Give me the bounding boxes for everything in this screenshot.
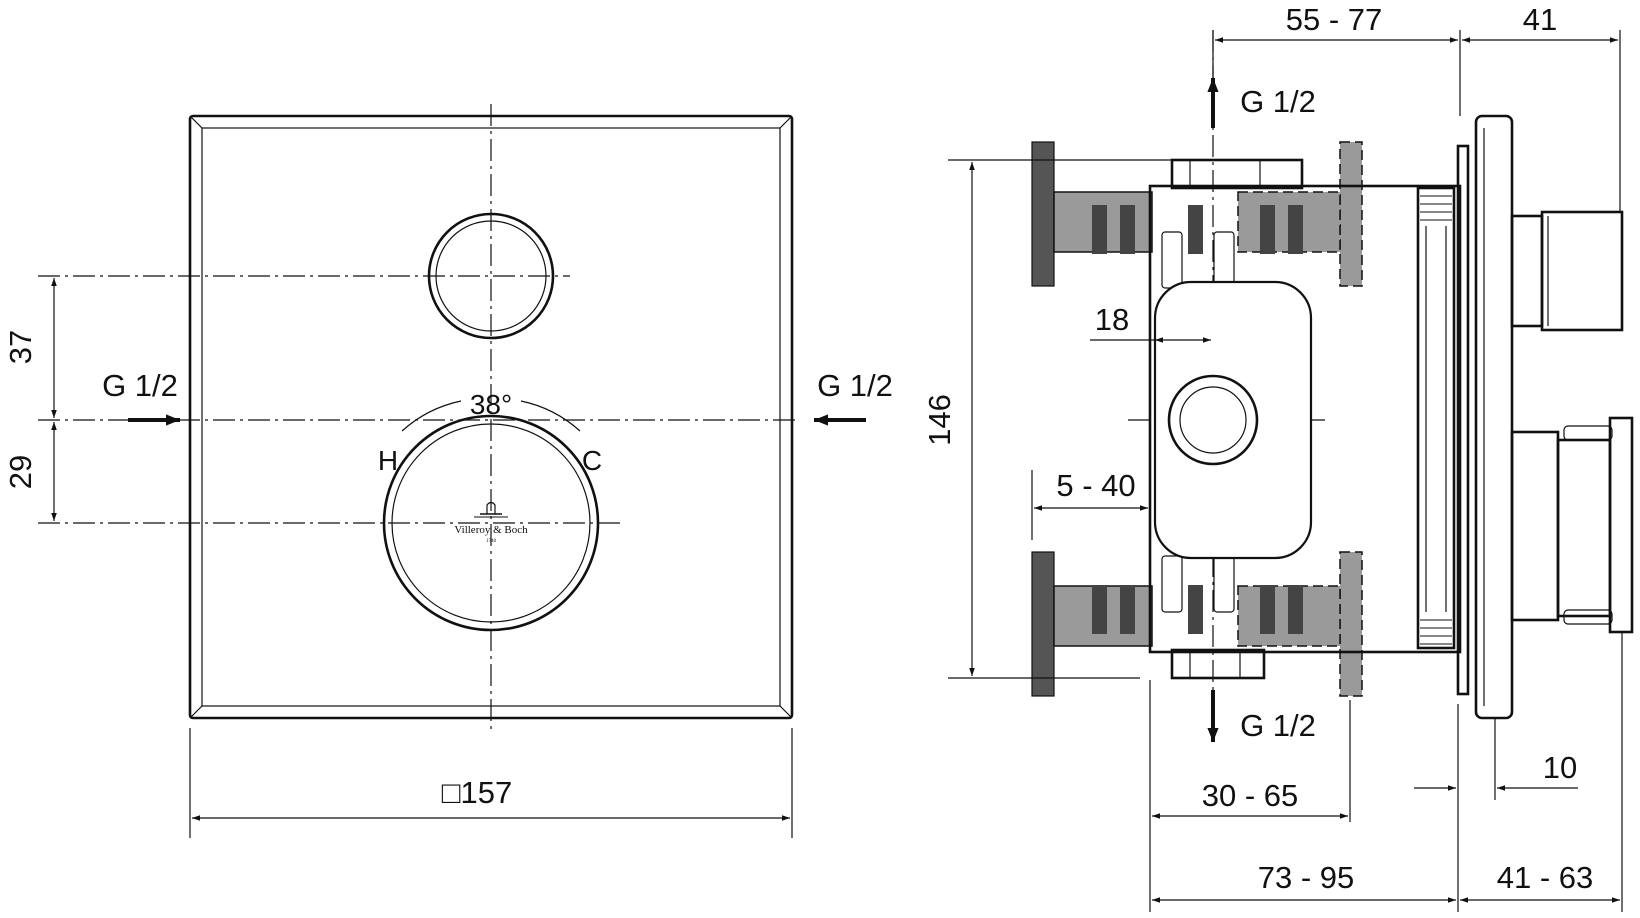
- dim-upper-label: 37: [3, 330, 38, 364]
- cold-label: C: [582, 445, 602, 476]
- thermostat-knob-side: [1510, 430, 1560, 622]
- dim-top-left-label: 55 - 77: [1286, 2, 1383, 37]
- flange-top-left: [1031, 141, 1055, 287]
- dim-18-label: 18: [1095, 302, 1129, 337]
- inlet-right-label: G 1/2: [817, 368, 893, 403]
- rotation-arc-right: [520, 400, 581, 432]
- dim-lower-label: 29: [3, 455, 38, 489]
- front-view: 38° H C Villeroy & Boch 1748 G 1/2 G 1/2…: [3, 104, 893, 838]
- flange-bottom-left: [1031, 551, 1055, 697]
- inlet-left-label: G 1/2: [102, 368, 178, 403]
- dim-height-label: 146: [922, 394, 957, 446]
- rotation-label: 38°: [470, 389, 512, 420]
- inner-chamber: [1153, 280, 1313, 560]
- outlet-top-label: G 1/2: [1240, 84, 1316, 119]
- dim-5-40-label: 5 - 40: [1056, 468, 1135, 503]
- flange-top-right: [1339, 141, 1363, 287]
- cover-plate-side: [1474, 114, 1514, 720]
- flange-bottom-right: [1339, 551, 1363, 697]
- logo-text: Villeroy & Boch: [454, 524, 528, 536]
- dim-73-95-label: 73 - 95: [1258, 860, 1355, 895]
- dim-41-63-label: 41 - 63: [1497, 860, 1594, 895]
- mounting-flange: [1456, 144, 1470, 696]
- width-label: □157: [442, 775, 512, 810]
- central-port: [1167, 374, 1259, 466]
- logo-year: 1748: [486, 539, 497, 544]
- dim-10-label: 10: [1543, 750, 1577, 785]
- threaded-sleeve: [1416, 186, 1456, 650]
- upper-knob-side: [1510, 214, 1544, 328]
- thermostat-knob: [382, 414, 600, 632]
- dim-30-65-label: 30 - 65: [1202, 778, 1299, 813]
- dim-top-right-label: 41: [1523, 2, 1557, 37]
- rotation-arc-left: [401, 400, 462, 432]
- valve-body: [1148, 184, 1462, 654]
- upper-knob: [427, 212, 555, 340]
- top-nut: [1170, 158, 1304, 190]
- brand-logo-icon: Villeroy & Boch 1748: [454, 501, 528, 544]
- outlet-bottom-label: G 1/2: [1240, 708, 1316, 743]
- side-view: G 1/2 G 1/2 55 - 77 41 146 18 5 - 40 30 …: [922, 2, 1634, 912]
- bottom-nut: [1170, 648, 1266, 680]
- hot-label: H: [378, 445, 398, 476]
